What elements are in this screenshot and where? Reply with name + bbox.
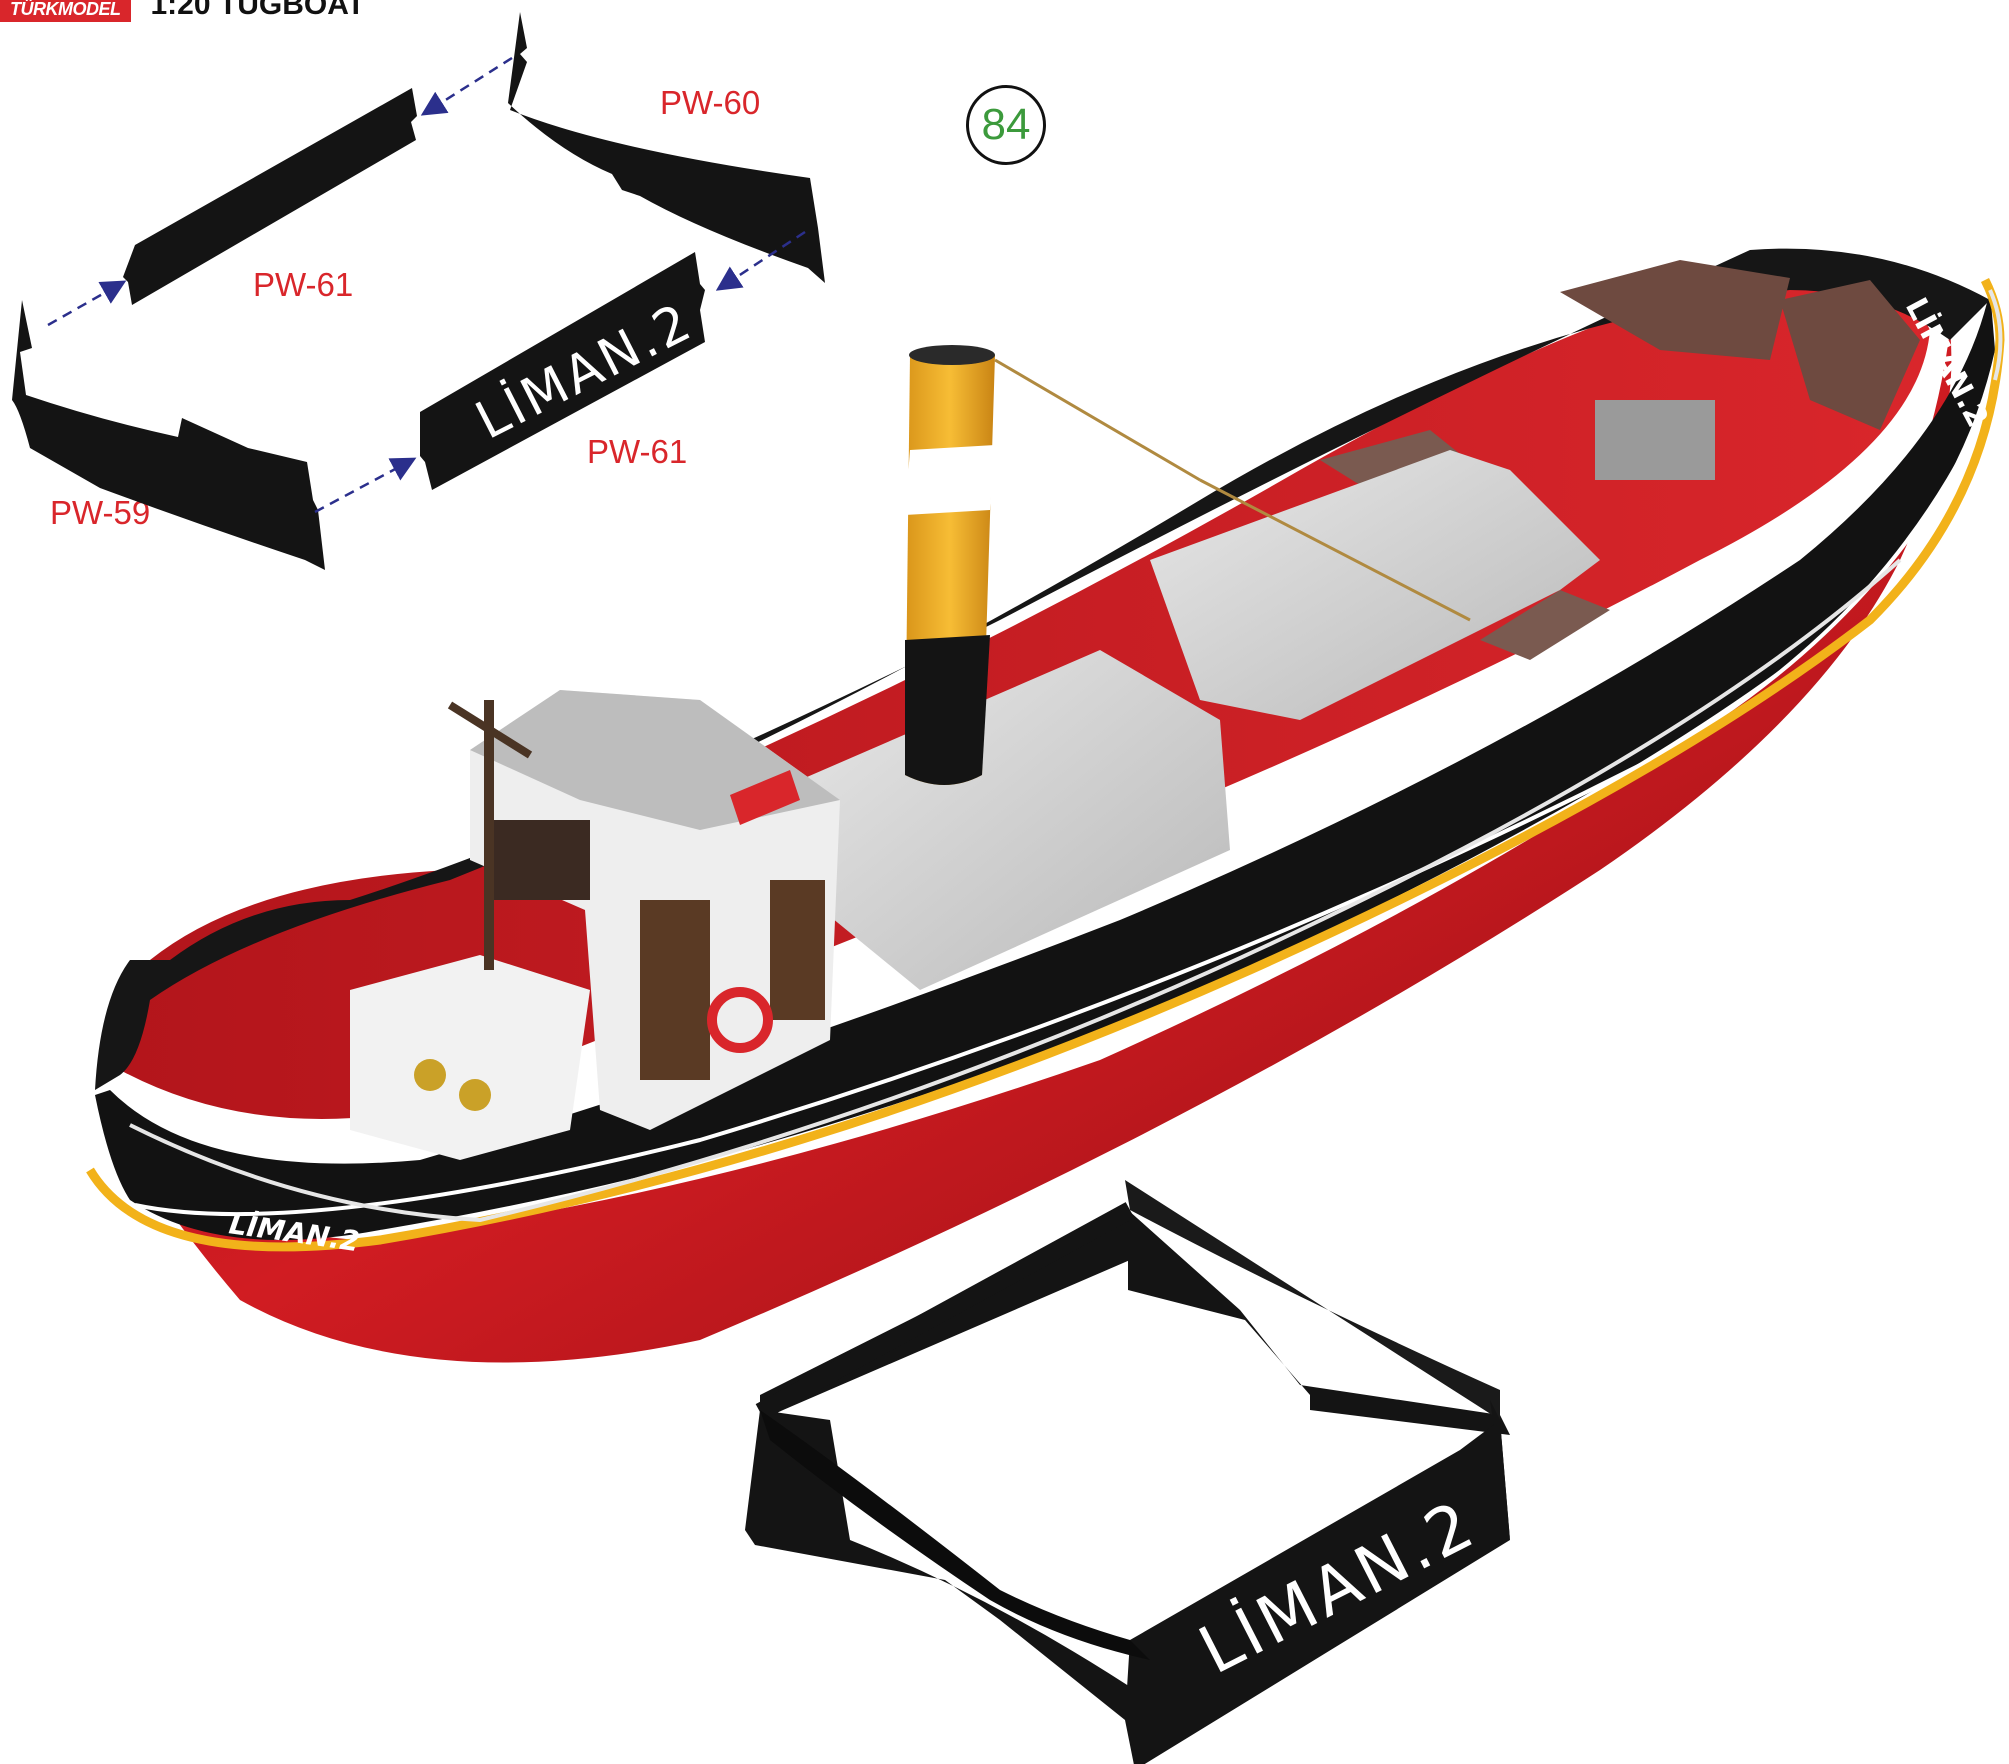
part-pw61-bottom: LİMAN.2	[420, 252, 705, 490]
mast	[484, 700, 494, 970]
wheelhouse-door	[640, 900, 710, 1080]
part-pw61-top	[123, 88, 417, 305]
fore-deckhouse	[350, 955, 590, 1160]
part-pw59	[12, 300, 325, 570]
tugboat-model: LİMAN.2 LİMAN.2	[90, 249, 2000, 1363]
part-pw60	[508, 12, 825, 283]
stern-box	[1595, 400, 1715, 480]
